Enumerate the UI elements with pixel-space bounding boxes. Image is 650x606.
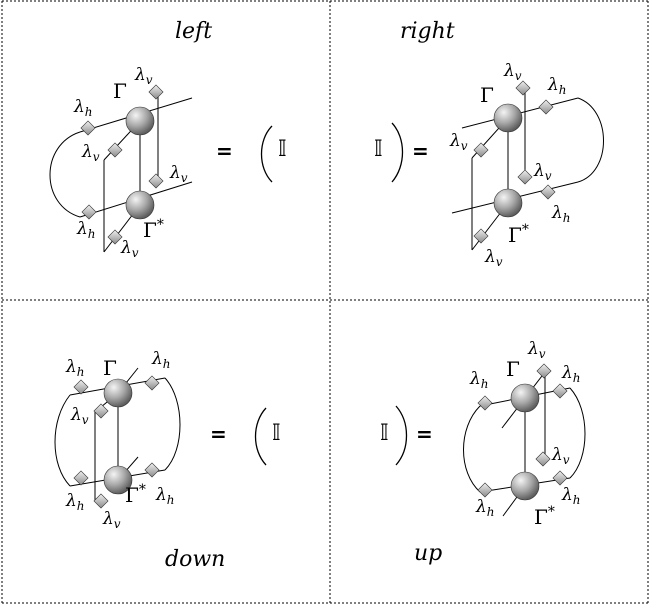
svg-text:λh: λh — [551, 203, 571, 225]
lambda-h-diamond — [144, 375, 160, 391]
svg-text:λv: λv — [70, 405, 89, 427]
lambda-h-diamond — [538, 99, 554, 115]
lambda-h-diamond — [80, 120, 96, 136]
svg-text:λh: λh — [547, 75, 567, 97]
svg-text:λv: λv — [169, 163, 188, 185]
diamonds-down — [73, 375, 160, 509]
gamma-star-tensor — [510, 471, 540, 501]
lambda-v-diamond — [473, 228, 489, 244]
lambda-v-diamond — [107, 142, 123, 158]
svg-text:λv: λv — [527, 339, 546, 361]
open-paren — [260, 125, 273, 183]
svg-text:λh: λh — [155, 485, 175, 507]
diamonds-up — [477, 363, 568, 498]
svg-text:Γ: Γ — [103, 356, 117, 380]
svg-text:λh: λh — [475, 497, 495, 519]
lambda-h-diamond — [73, 379, 89, 395]
panel-title-right: right — [400, 19, 455, 44]
equals-sign: = — [412, 139, 429, 163]
svg-text:λh: λh — [561, 363, 581, 385]
lambda-h-diamond — [477, 395, 493, 411]
lambda-v-diamond — [535, 451, 551, 467]
lambda-v-diamond — [148, 84, 164, 100]
gamma-tensor — [125, 106, 155, 136]
labels-left: Γ λv λh λv λv λh Γ* λv — [73, 65, 188, 260]
panel-left: left — [49, 19, 287, 260]
svg-text:λh: λh — [151, 349, 171, 371]
lambda-v-diamond — [93, 493, 109, 509]
svg-text:λv: λv — [503, 61, 522, 83]
lambda-h-diamond — [73, 470, 89, 486]
svg-text:λv: λv — [533, 161, 552, 183]
equals-sign: = — [216, 139, 233, 163]
svg-text:λh: λh — [76, 219, 96, 241]
lambda-h-diamond — [144, 462, 160, 478]
svg-text:λh: λh — [65, 491, 85, 513]
lambda-h-diamond — [477, 482, 493, 498]
labels-down: Γ λh λh λv λh Γ* λh λv — [65, 349, 175, 531]
lambda-h-diamond — [552, 383, 568, 399]
lambda-v-diamond — [515, 80, 531, 96]
svg-text:λv: λv — [449, 131, 468, 153]
panel-title-left: left — [175, 19, 212, 44]
svg-text:λh: λh — [469, 369, 489, 391]
labels-up: Γ λv λh λh λv λh λh Γ* — [469, 339, 581, 529]
close-paren — [391, 122, 404, 183]
panel-title-up: up — [414, 541, 442, 566]
svg-text:Γ*: Γ* — [125, 482, 146, 507]
svg-text:λh: λh — [561, 485, 581, 507]
lambda-v-diamond — [536, 363, 552, 379]
equals-sign: = — [416, 422, 433, 446]
svg-text:λh: λh — [65, 357, 85, 379]
panel-right: right 𝕀 = Γ λv λ — [374, 19, 604, 269]
gamma-star-tensor — [125, 190, 155, 220]
svg-text:Γ: Γ — [506, 357, 520, 381]
spheres-left — [125, 106, 155, 220]
svg-text:λv: λv — [102, 509, 121, 531]
lambda-h-diamond — [540, 184, 556, 200]
svg-text:Γ: Γ — [113, 79, 127, 103]
diamonds-left — [80, 84, 164, 245]
lambda-v-diamond — [473, 142, 489, 158]
close-paren — [395, 405, 408, 466]
spheres-down — [103, 378, 133, 495]
lambda-h-diamond — [552, 470, 568, 486]
lambda-v-diamond — [93, 403, 109, 419]
lambda-v-diamond — [148, 173, 164, 189]
identity-symbol: 𝕀 — [374, 137, 383, 162]
svg-text:λv: λv — [484, 247, 503, 269]
spheres-up — [510, 383, 540, 501]
svg-text:λh: λh — [73, 97, 93, 119]
lambda-h-diamond — [81, 204, 97, 220]
svg-text:λv: λv — [120, 238, 139, 260]
panel-down: Γ λh λh λv λh Γ* λh λv = 𝕀 down — [54, 349, 281, 572]
lambda-v-diamond — [517, 169, 533, 185]
svg-text:λv: λv — [551, 445, 570, 467]
svg-text:λv: λv — [134, 65, 153, 87]
identity-symbol: 𝕀 — [278, 137, 287, 162]
equals-sign: = — [210, 422, 227, 446]
panel-up: 𝕀 = Γ λv λh — [380, 339, 586, 566]
diamonds-right — [473, 80, 556, 244]
svg-text:Γ*: Γ* — [143, 217, 164, 242]
identity-symbol: 𝕀 — [272, 421, 281, 446]
spheres-right — [493, 103, 523, 218]
svg-text:Γ*: Γ* — [534, 504, 555, 529]
svg-text:Γ: Γ — [480, 83, 494, 107]
gamma-star-tensor — [493, 188, 523, 218]
identity-symbol: 𝕀 — [380, 421, 389, 446]
open-paren — [254, 407, 267, 466]
gamma-tensor — [493, 103, 523, 133]
gamma-star-tensor — [103, 465, 133, 495]
svg-text:λv: λv — [81, 142, 100, 164]
panel-title-down: down — [165, 547, 225, 572]
svg-text:Γ*: Γ* — [508, 222, 529, 247]
labels-right: Γ λv λh λv λv λh Γ* λv — [449, 61, 571, 269]
lambda-v-diamond — [107, 229, 123, 245]
gamma-tensor — [103, 378, 133, 408]
gamma-tensor — [510, 383, 540, 413]
